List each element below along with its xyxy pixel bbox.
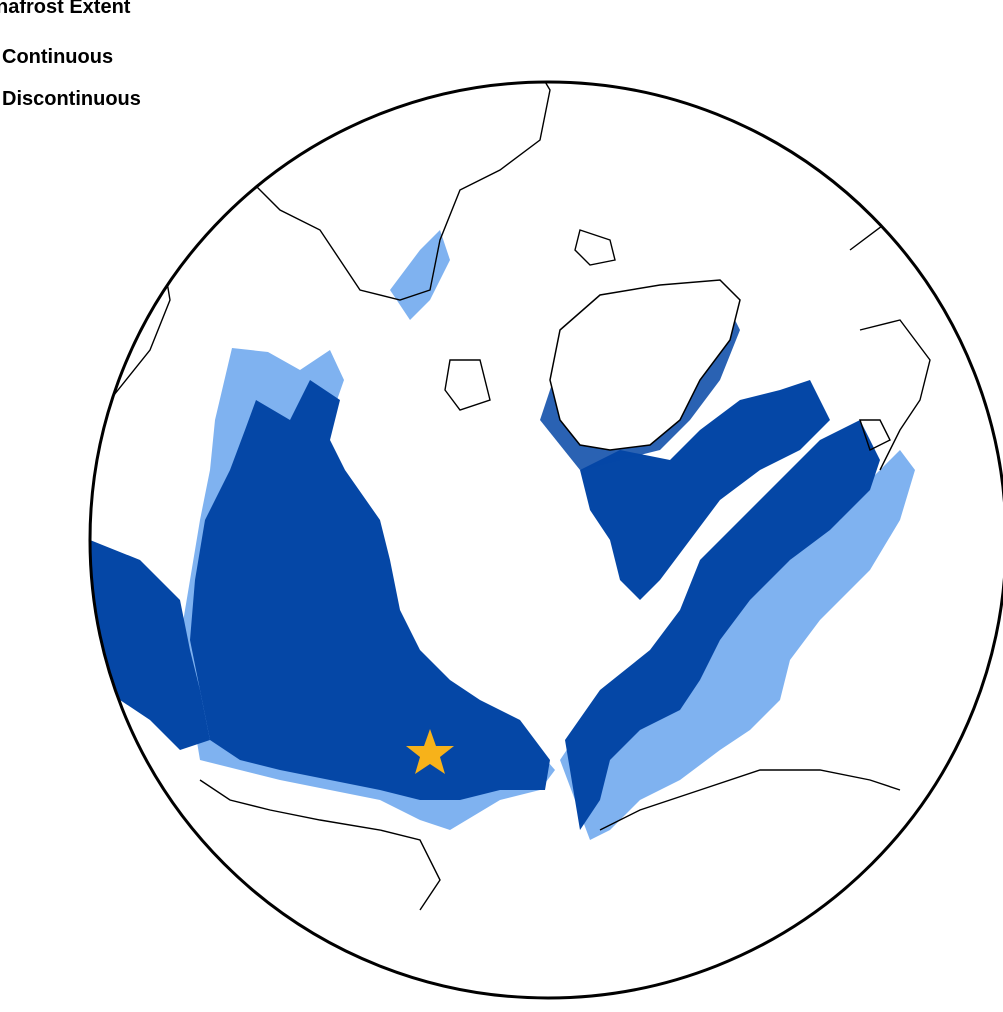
globe [90,82,991,911]
continuous-permafrost-north-america [565,420,880,830]
legend-item-continuous: Continuous [2,46,114,68]
continuous-permafrost-arctic-archipelago [580,380,830,600]
continuous-permafrost-central-asia [90,540,210,750]
continuous-permafrost-region [90,290,880,830]
discontinuous-permafrost-north-america [560,450,915,840]
globe-outline [88,80,1003,1000]
greenland-ice-sheet [549,279,741,451]
discontinuous-permafrost-europe [390,230,450,320]
legend-item-discontinuous: Discontinuous [2,88,141,110]
legend-title: nafrost Extent [0,0,131,18]
continuous-permafrost-eurasia [190,380,550,800]
star-icon [406,729,454,774]
